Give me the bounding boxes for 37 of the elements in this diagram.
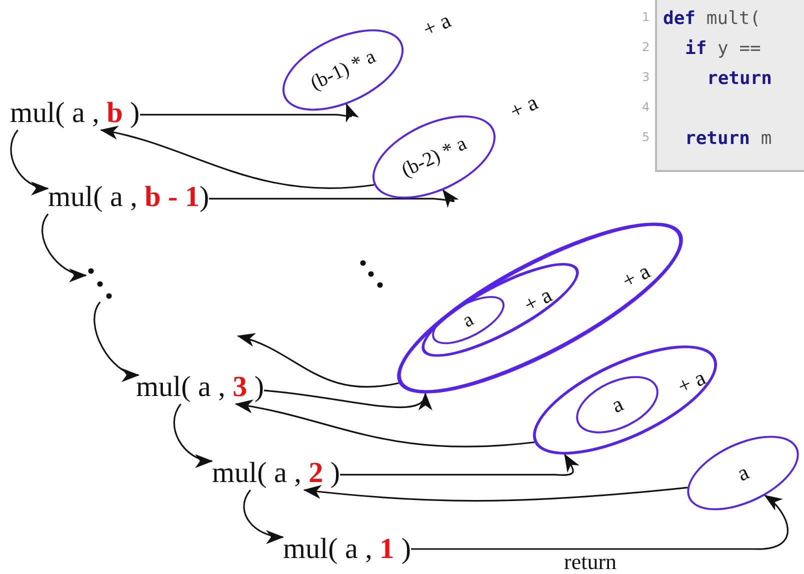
curved-arrow — [209, 189, 460, 208]
line-number: 5 — [642, 130, 650, 144]
expression-text: + a — [618, 260, 654, 292]
curved-arrow — [10, 130, 49, 194]
expression-text: + a — [420, 9, 454, 41]
function-call-text: mul( a , b - 1) — [48, 180, 210, 214]
code-line: if y == — [685, 38, 761, 60]
line-number: 2 — [642, 40, 650, 54]
curved-arrow — [100, 126, 374, 189]
code-line: return — [707, 68, 772, 90]
expression-text: a — [608, 392, 626, 417]
expression-text: a — [459, 309, 477, 331]
curved-arrow — [94, 302, 140, 380]
expression-text: + a — [674, 366, 709, 398]
line-number: 3 — [642, 70, 650, 84]
curved-arrow — [243, 490, 284, 543]
expression-text: a — [734, 460, 752, 486]
function-call-text: mul( a , 1 ) — [283, 532, 412, 566]
curved-arrow — [173, 404, 213, 466]
code-panel — [655, 0, 804, 172]
expression-text: + a — [520, 284, 556, 316]
expression-text: (b-2) * a — [398, 133, 470, 181]
line-number: 4 — [642, 100, 650, 114]
curved-arrow — [303, 484, 688, 502]
expression-text: (b-1) * a — [308, 46, 378, 94]
function-call-text: mul( a , 2 ) — [212, 456, 340, 490]
line-number: 1 — [642, 10, 650, 24]
curved-arrow — [411, 494, 788, 550]
code-line: def mult( — [663, 8, 761, 30]
function-call-text: mul( a , 3 ) — [136, 370, 264, 404]
function-call-text: mul( a , b ) — [10, 96, 140, 130]
expression-text: + a — [506, 91, 542, 123]
curved-arrow — [140, 103, 360, 123]
code-line: return m — [685, 128, 772, 150]
curved-arrow — [42, 214, 87, 280]
curved-arrow — [237, 334, 399, 388]
curved-arrow — [340, 454, 580, 476]
